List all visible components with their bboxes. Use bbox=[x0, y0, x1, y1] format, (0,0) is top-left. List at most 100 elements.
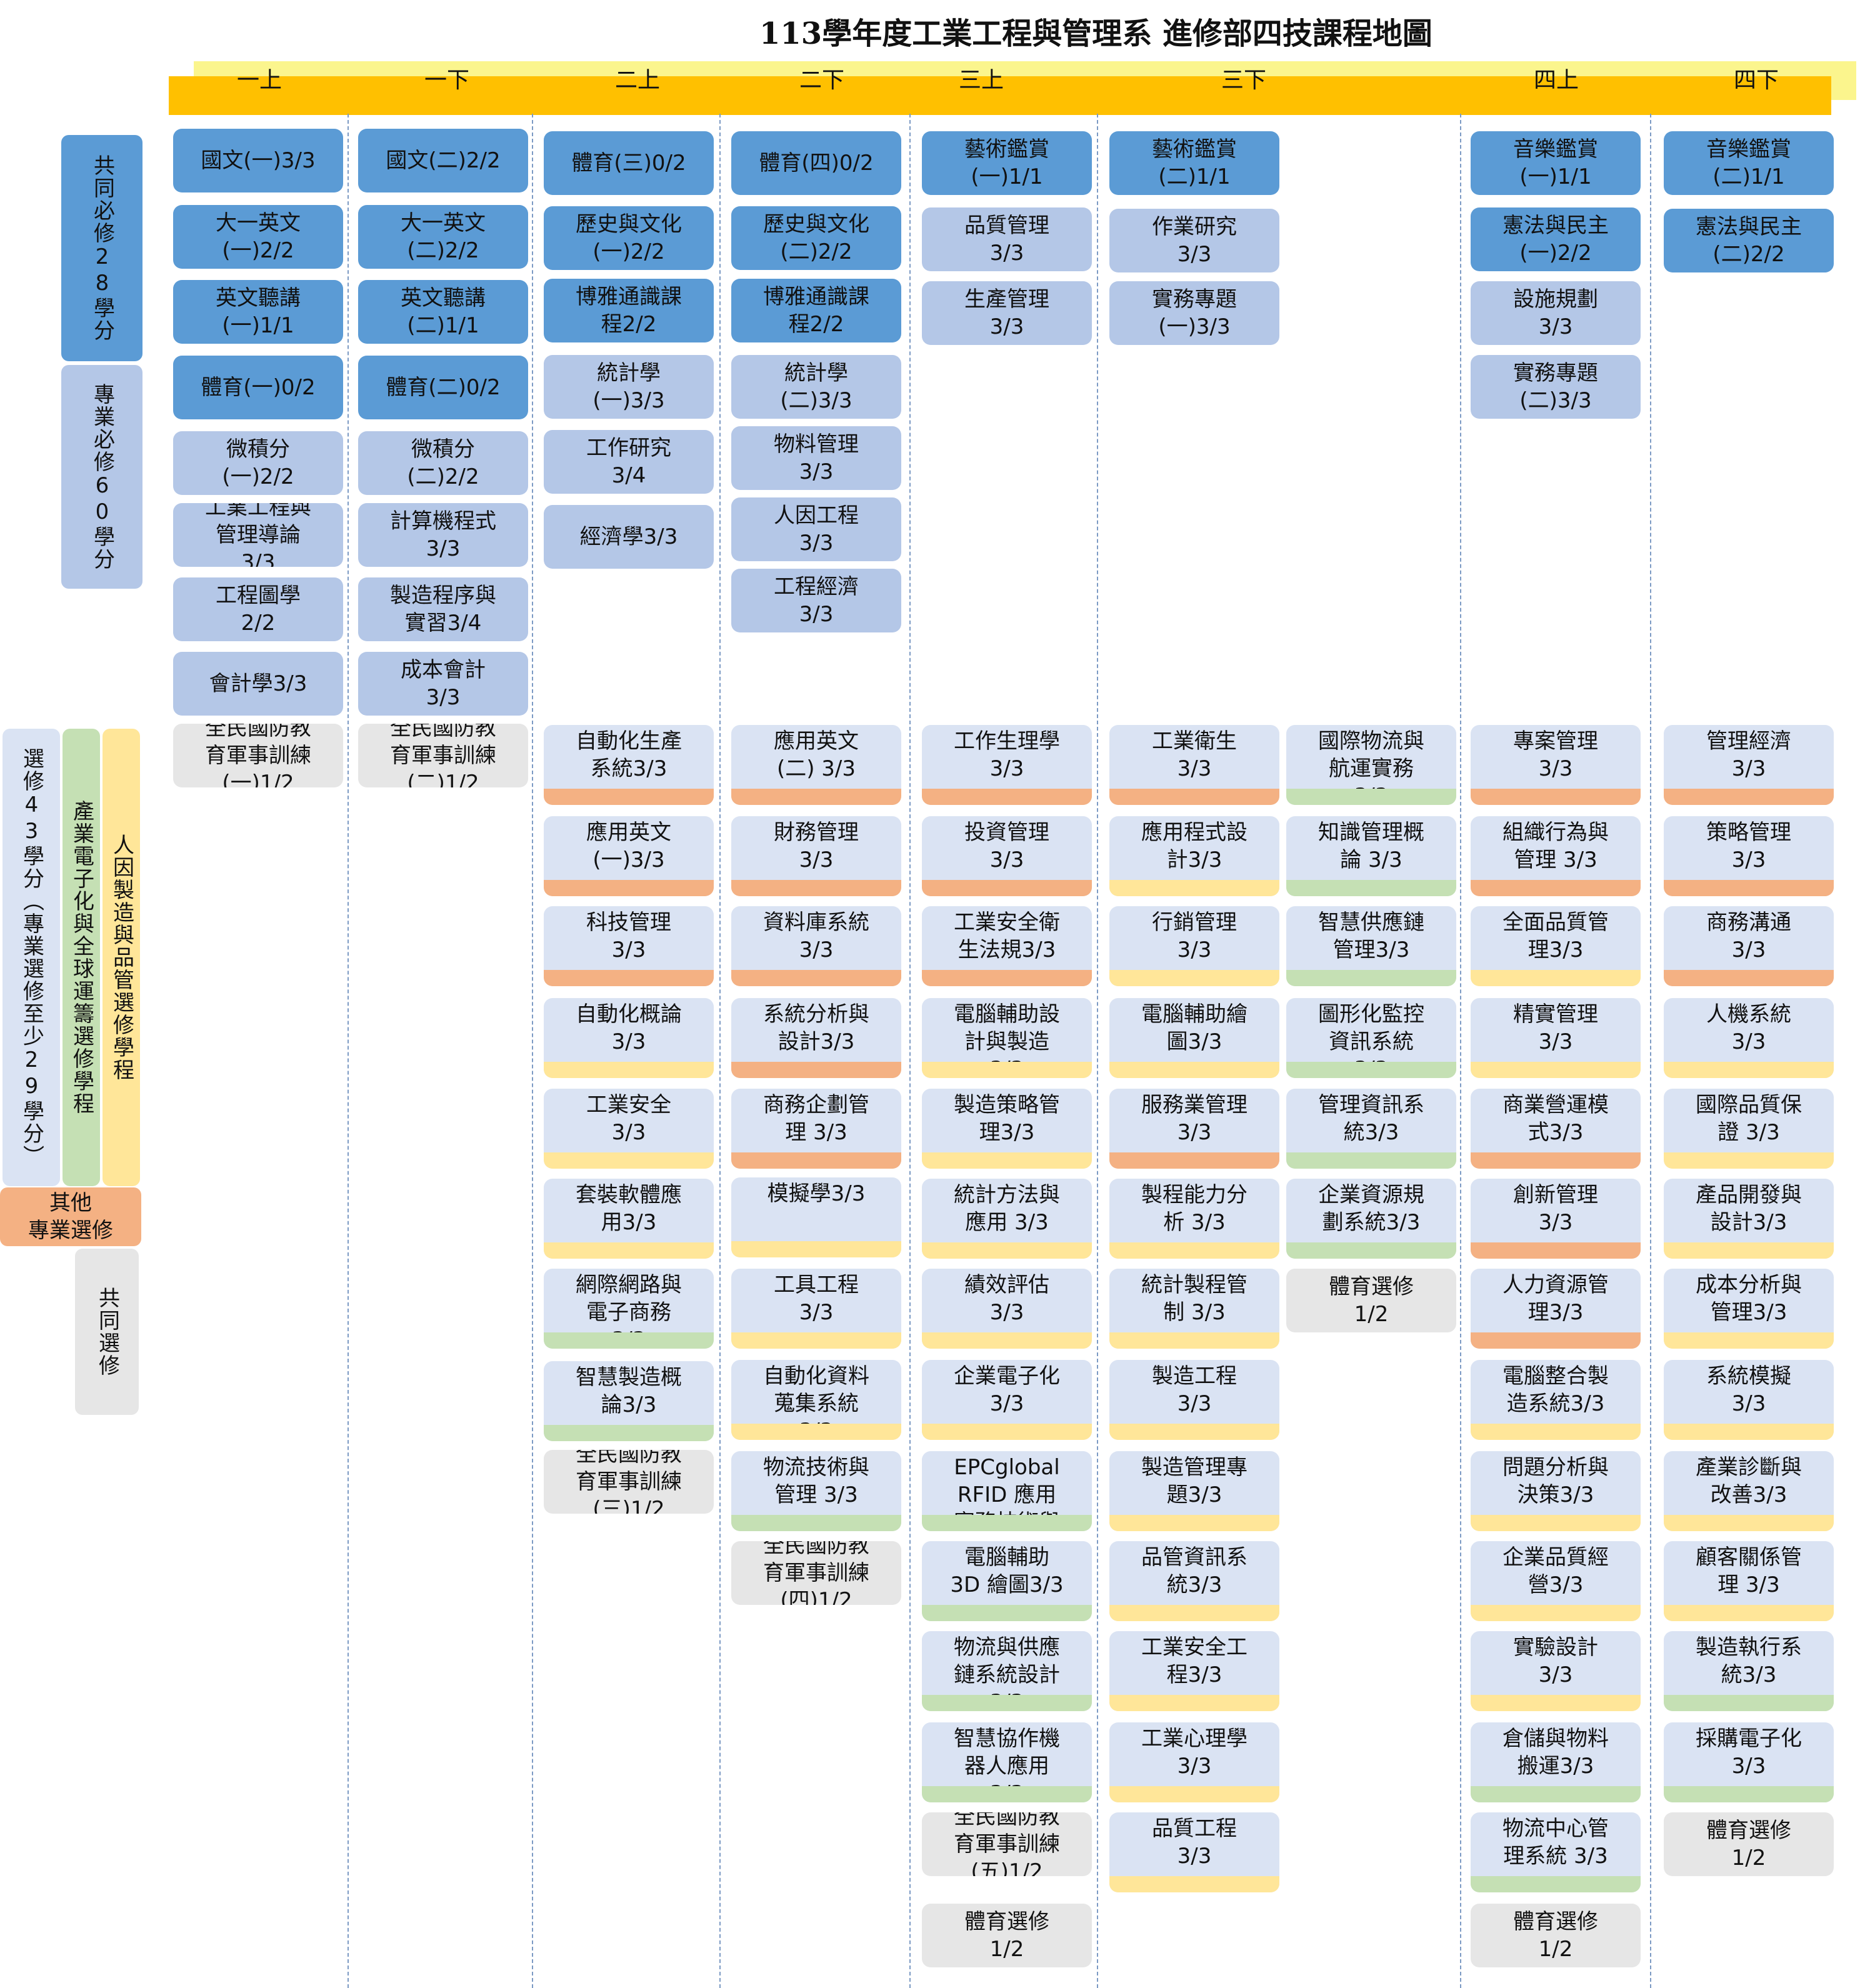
course-label: 工業心理學 3/3 bbox=[1141, 1726, 1248, 1779]
course-label: 統計方法與 應用 3/3 bbox=[954, 1182, 1060, 1235]
course-box: 網際網路與 電子商務 3/3 bbox=[544, 1269, 714, 1349]
course-box: 成本會計 3/3 bbox=[358, 652, 528, 716]
course-box: 企業品質經 營3/3 bbox=[1471, 1541, 1641, 1621]
course-label: 企業電子化 3/3 bbox=[954, 1364, 1060, 1416]
column-divider bbox=[532, 114, 533, 1988]
column-divider bbox=[1650, 114, 1651, 1988]
semester-label-1a: 一上 bbox=[236, 67, 282, 93]
course-box: 統計製程管 制 3/3 bbox=[1109, 1269, 1279, 1349]
course-label: 投資管理 3/3 bbox=[964, 820, 1049, 872]
course-label: 物流中心管 理系統 3/3 bbox=[1502, 1816, 1609, 1869]
semester-label-4b: 四下 bbox=[1733, 67, 1779, 93]
column-divider bbox=[909, 114, 911, 1988]
course-label: 資料庫系統 3/3 bbox=[763, 910, 869, 962]
course-box: 商務企劃管 理 3/3 bbox=[731, 1089, 901, 1169]
course-box: 自動化資料 蒐集系統 3/3 bbox=[731, 1360, 901, 1440]
course-box: 製造管理專 題3/3 bbox=[1109, 1451, 1279, 1531]
course-label: 博雅通識課 程2/2 bbox=[576, 284, 682, 337]
course-label: 電腦輔助 3D 繪圖3/3 bbox=[950, 1545, 1064, 1597]
category-common-elective: 共同選修 bbox=[75, 1249, 139, 1415]
course-box: 全民國防教 育軍事訓練 (一)1/2 bbox=[173, 724, 343, 787]
course-label: 電腦輔助繪 圖3/3 bbox=[1141, 1002, 1248, 1054]
course-box: 工具工程 3/3 bbox=[731, 1269, 901, 1349]
course-label: 工業安全衛 生法規3/3 bbox=[954, 910, 1060, 962]
course-label: 財務管理 3/3 bbox=[774, 820, 859, 872]
course-box: 歷史與文化 (二)2/2 bbox=[731, 206, 901, 270]
course-label: 策略管理 3/3 bbox=[1706, 820, 1791, 872]
course-box: 服務業管理 3/3 bbox=[1109, 1089, 1279, 1169]
course-box: 工作生理學 3/3 bbox=[922, 725, 1092, 805]
course-box: 成本分析與 管理3/3 bbox=[1664, 1269, 1834, 1349]
course-label: 商務溝通 3/3 bbox=[1706, 910, 1791, 962]
semester-label-4a: 四上 bbox=[1533, 67, 1579, 93]
course-label: 模擬學3/3 bbox=[767, 1181, 866, 1206]
course-label: 物流與供應 鏈系統設計 3/3 bbox=[954, 1635, 1060, 1711]
course-label: 應用英文 (二) 3/3 bbox=[774, 729, 859, 781]
course-label: 體育選修 1/2 bbox=[1706, 1818, 1791, 1871]
course-box: 創新管理 3/3 bbox=[1471, 1179, 1641, 1259]
course-label: 博雅通識課 程2/2 bbox=[763, 284, 869, 337]
course-label: 科技管理 3/3 bbox=[586, 910, 671, 962]
course-label: 製造管理專 題3/3 bbox=[1141, 1455, 1248, 1507]
course-box: 物料管理 3/3 bbox=[731, 426, 901, 490]
course-box: 圖形化監控 資訊系統 3/3 bbox=[1286, 998, 1456, 1078]
course-label: 體育選修 1/2 bbox=[1513, 1909, 1598, 1962]
course-label: 國文(二)2/2 bbox=[386, 148, 501, 173]
course-box: 自動化生產 系統3/3 bbox=[544, 725, 714, 805]
course-label: 管理經濟 3/3 bbox=[1706, 729, 1791, 781]
course-label: 績效評估 3/3 bbox=[964, 1272, 1049, 1325]
course-box: 套裝軟體應 用3/3 bbox=[544, 1179, 714, 1259]
course-box: 藝術鑑賞 (一)1/1 bbox=[922, 131, 1092, 195]
course-box: 管理經濟 3/3 bbox=[1664, 725, 1834, 805]
course-label: 成本分析與 管理3/3 bbox=[1696, 1272, 1802, 1325]
course-box: 顧客關係管 理 3/3 bbox=[1664, 1541, 1834, 1621]
course-label: 創新管理 3/3 bbox=[1513, 1182, 1598, 1235]
course-box: 物流技術與 管理 3/3 bbox=[731, 1451, 901, 1531]
course-box: 經濟學3/3 bbox=[544, 505, 714, 569]
course-label: 體育(四)0/2 bbox=[759, 151, 874, 176]
course-box: 系統分析與 設計3/3 bbox=[731, 998, 901, 1078]
course-box: 國際品質保 證 3/3 bbox=[1664, 1089, 1834, 1169]
course-box: 體育選修 1/2 bbox=[1471, 1904, 1641, 1967]
category-track-human-manufacturing: 人因製造與品管選修學程 bbox=[102, 729, 140, 1186]
course-label: 音樂鑑賞 (二)1/1 bbox=[1706, 137, 1791, 189]
course-box: 策略管理 3/3 bbox=[1664, 816, 1834, 896]
course-label: 體育選修 1/2 bbox=[964, 1909, 1049, 1962]
course-label: 大一英文 (二)2/2 bbox=[401, 211, 486, 263]
course-box: 財務管理 3/3 bbox=[731, 816, 901, 896]
course-box: 電腦輔助繪 圖3/3 bbox=[1109, 998, 1279, 1078]
course-box: 模擬學3/3 bbox=[731, 1177, 901, 1257]
course-box: 國際物流與 航運實務 3/3 bbox=[1286, 725, 1456, 805]
course-box: 體育(三)0/2 bbox=[544, 131, 714, 195]
course-box: 體育選修 1/2 bbox=[1664, 1812, 1834, 1876]
course-box: 國文(一)3/3 bbox=[173, 129, 343, 192]
course-box: 人機系統 3/3 bbox=[1664, 998, 1834, 1078]
course-box: 工程圖學 2/2 bbox=[173, 577, 343, 641]
course-label: 組織行為與 管理 3/3 bbox=[1502, 820, 1609, 872]
course-box: 商業營運模 式3/3 bbox=[1471, 1089, 1641, 1169]
course-label: 體育(三)0/2 bbox=[571, 151, 686, 176]
course-box: 體育(一)0/2 bbox=[173, 356, 343, 419]
course-box: 人力資源管 理3/3 bbox=[1471, 1269, 1641, 1349]
course-label: 實務專題 (一)3/3 bbox=[1152, 287, 1237, 339]
course-box: 大一英文 (二)2/2 bbox=[358, 205, 528, 269]
course-label: 工程圖學 2/2 bbox=[216, 583, 301, 636]
course-box: 國文(二)2/2 bbox=[358, 129, 528, 192]
course-box: 自動化概論 3/3 bbox=[544, 998, 714, 1078]
course-label: 工業衛生 3/3 bbox=[1152, 729, 1237, 781]
course-box: 品質工程 3/3 bbox=[1109, 1812, 1279, 1892]
course-label: 工業安全工 程3/3 bbox=[1141, 1635, 1248, 1687]
course-box: 微積分 (一)2/2 bbox=[173, 431, 343, 495]
course-label: 實驗設計 3/3 bbox=[1513, 1635, 1598, 1687]
course-label: 會計學3/3 bbox=[209, 671, 308, 696]
course-box: 大一英文 (一)2/2 bbox=[173, 205, 343, 269]
course-label: 人因工程 3/3 bbox=[774, 503, 859, 556]
course-box: 憲法與民主 (一)2/2 bbox=[1471, 207, 1641, 271]
course-box: 體育(四)0/2 bbox=[731, 131, 901, 195]
course-label: 經濟學3/3 bbox=[579, 524, 678, 549]
course-box: 應用程式設 計3/3 bbox=[1109, 816, 1279, 896]
course-box: 工業工程與 管理導論 3/3 bbox=[173, 503, 343, 567]
course-box: 投資管理 3/3 bbox=[922, 816, 1092, 896]
category-other-major-elective: 其他 專業選修 bbox=[0, 1187, 141, 1246]
course-label: 全民國防教 育軍事訓練 (一)1/2 bbox=[205, 724, 311, 787]
